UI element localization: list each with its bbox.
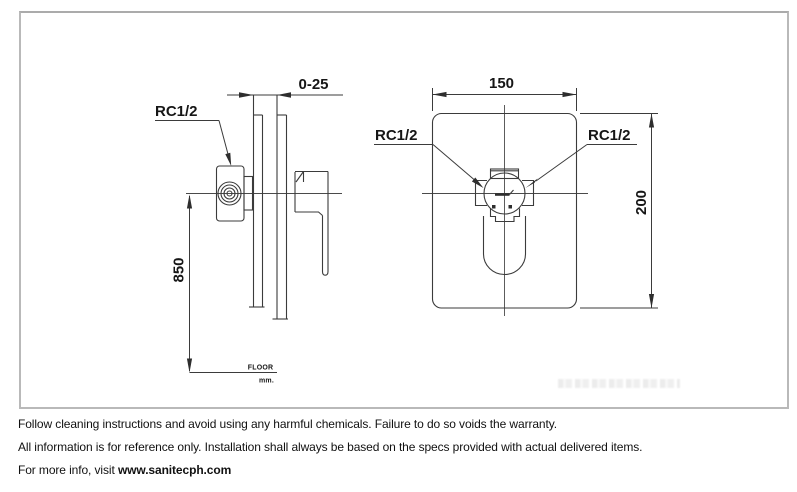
technical-drawing: 0-25 RC1/2 850 — [155, 75, 658, 385]
reference-note: All information is for reference only. I… — [18, 440, 643, 454]
wall-section-lines — [249, 95, 288, 320]
front-right-rc-callout: RC1/2 — [525, 127, 637, 188]
installation-diagram-box: 0-25 RC1/2 850 — [19, 11, 789, 409]
side-rc-callout: RC1/2 — [155, 103, 232, 166]
depth-dimension-label: 0-25 — [298, 76, 328, 93]
front-left-rc-callout: RC1/2 — [374, 127, 484, 188]
front-right-rc-label: RC1/2 — [588, 127, 631, 144]
floor-label: FLOOR — [248, 365, 274, 372]
inlet-port-circle — [217, 181, 242, 206]
valve-front — [474, 168, 535, 276]
front-left-rc-label: RC1/2 — [375, 127, 418, 144]
width-dimension: 150 — [432, 75, 577, 111]
escutcheon-plate — [431, 112, 578, 309]
side-rc-label: RC1/2 — [155, 103, 198, 120]
front-height-dimension: 200 — [580, 113, 658, 309]
right-inlet-tab — [522, 179, 535, 207]
height-dimension: 850 — [171, 194, 193, 373]
handle-side-profile — [294, 170, 329, 276]
valve-body-side — [215, 165, 254, 222]
footer-notes: Follow cleaning instructions and avoid u… — [18, 413, 778, 482]
depth-dimension: 0-25 — [227, 76, 343, 98]
left-inlet-tab — [474, 179, 487, 207]
front-view: 150 200 RC1/2 — [374, 75, 658, 316]
cleaning-note: Follow cleaning instructions and avoid u… — [18, 417, 557, 431]
lever-handle-front — [482, 216, 527, 276]
height-dimension-label: 850 — [171, 257, 188, 282]
floor-reference: FLOOR mm. — [189, 365, 277, 385]
front-width-dimension-label: 150 — [489, 75, 514, 92]
more-info-note: For more info, visit www.sanitecph.com — [18, 459, 778, 482]
floor-unit-label: mm. — [259, 378, 274, 385]
more-info-prefix: For more info, visit — [18, 463, 118, 477]
front-height-dimension-label: 200 — [633, 190, 650, 215]
side-view: 0-25 RC1/2 850 — [155, 76, 343, 385]
watermark — [558, 379, 680, 388]
website-text: www.sanitecph.com — [117, 463, 232, 477]
